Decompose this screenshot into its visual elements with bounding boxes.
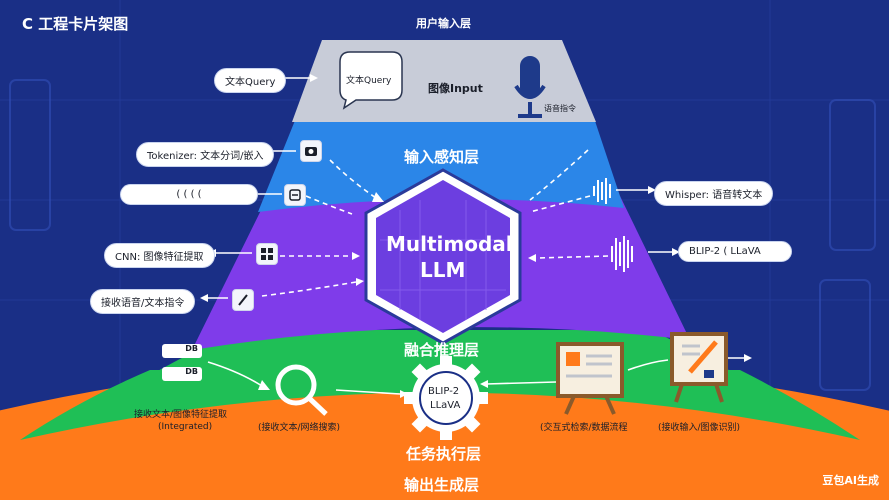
text-query-pill: 文本Query bbox=[214, 68, 287, 93]
pen-icon bbox=[232, 289, 254, 311]
blip-llava-pill: BLIP-2 ( LLaVA bbox=[678, 241, 792, 262]
whisper-pill: Whisper: 语音转文本 bbox=[654, 181, 774, 206]
core-title-line1: Multimodal bbox=[386, 232, 513, 256]
caption-retrieval: (交互式检索/数据流程 bbox=[540, 423, 628, 433]
input-layer-title: 用户输入层 bbox=[416, 17, 471, 30]
secondary-pill: ( ( ( ( bbox=[120, 184, 258, 205]
brand-icon: C bbox=[22, 15, 34, 33]
magnifier-icon bbox=[275, 364, 328, 416]
perception-layer-title: 输入感知层 bbox=[404, 148, 480, 166]
mic-caption: 语音指令 bbox=[544, 104, 576, 113]
image-input-label: 图像Input bbox=[428, 82, 483, 95]
output-layer-title: 输出生成层 bbox=[404, 476, 480, 494]
speech-bubble-text: 文本Query bbox=[346, 76, 392, 86]
db-badge-secondary: DB bbox=[162, 367, 202, 381]
task-layer bbox=[80, 330, 820, 430]
core-title-line2: LLM bbox=[420, 258, 466, 282]
caption-search: (接收文本/网络搜索) bbox=[258, 423, 341, 433]
gear-icon bbox=[404, 356, 488, 440]
brand-logo: C 工程卡片架图 bbox=[22, 13, 128, 34]
caption-recognition: (接收输入/图像识别) bbox=[658, 423, 741, 433]
easel-board-icon bbox=[556, 342, 624, 415]
cnn-pill: CNN: 图像特征提取 bbox=[104, 243, 215, 268]
ai-generated-watermark: 豆包AI生成 bbox=[822, 474, 879, 487]
image-grid-icon bbox=[256, 243, 278, 265]
caption-integrated: (Integrated) bbox=[158, 422, 213, 432]
gear-label-line1: BLIP-2 bbox=[428, 386, 460, 397]
speech-bubble bbox=[339, 51, 403, 110]
gear-label-line2: LLaVA bbox=[430, 400, 461, 411]
sound-wave-icon bbox=[593, 178, 611, 204]
brand-title: 工程卡片架图 bbox=[38, 15, 129, 33]
microphone-icon bbox=[514, 56, 546, 118]
audio-waveform-icon bbox=[611, 236, 633, 272]
task-layer-title: 任务执行层 bbox=[406, 445, 482, 463]
perception-layer bbox=[258, 118, 624, 212]
tokenizer-pill: Tokenizer: 文本分词/嵌入 bbox=[136, 142, 275, 167]
db-badge: DB bbox=[162, 344, 202, 358]
camera-icon bbox=[300, 140, 322, 162]
speech-text-pill: 接收语音/文本指令 bbox=[90, 289, 196, 314]
scan-icon bbox=[284, 184, 306, 206]
caption-feature-extract: 接收文本/图像特征提取 bbox=[134, 410, 228, 420]
easel-chart-icon bbox=[670, 332, 728, 403]
fusion-layer-title: 融合推理层 bbox=[404, 341, 480, 359]
